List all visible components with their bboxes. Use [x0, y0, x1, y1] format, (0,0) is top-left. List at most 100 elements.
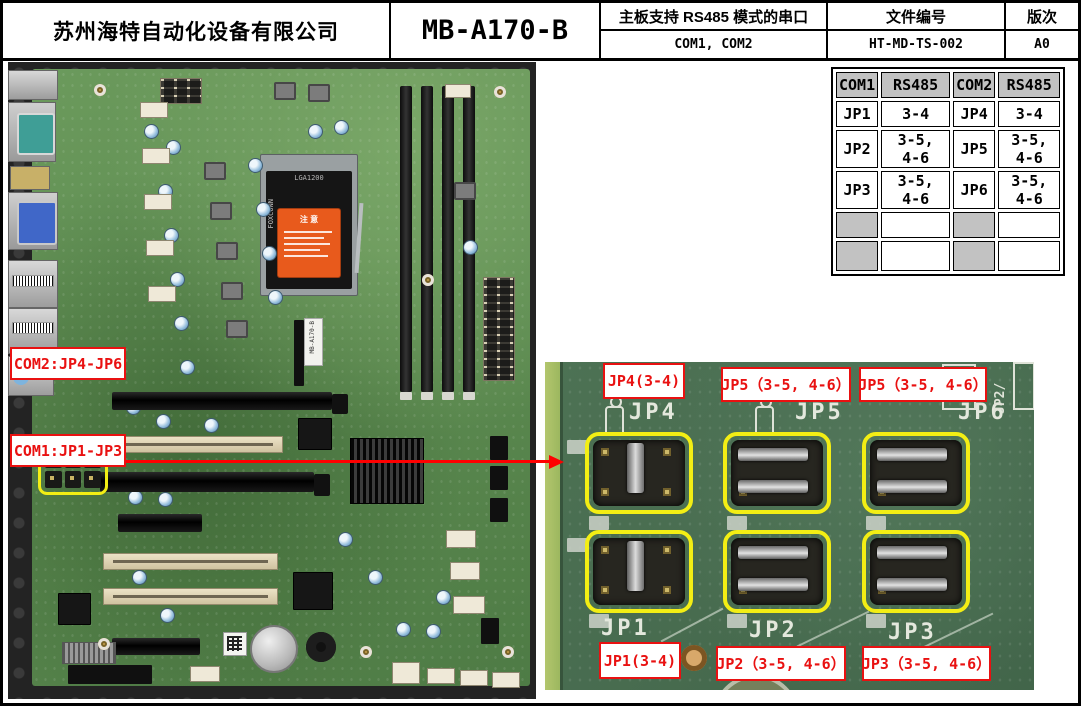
jumper-jp5 — [723, 432, 831, 514]
arrow-line — [98, 460, 550, 463]
cell-jumper: JP3 — [836, 171, 879, 209]
cell-setting: 3-5, 4-6 — [881, 171, 951, 209]
inductor — [274, 82, 296, 100]
dimm-slot — [400, 86, 412, 392]
capacitor — [396, 622, 411, 637]
capacitor — [174, 316, 189, 331]
solder-pad — [727, 516, 747, 530]
col-com2: COM2 — [953, 72, 996, 98]
jp1-callout: JP1(3-4) — [599, 642, 681, 679]
mounting-hole — [494, 86, 506, 98]
front-panel-connector — [190, 666, 220, 682]
sata-port — [490, 498, 508, 522]
solder-pad — [589, 516, 609, 530]
sata-port — [490, 436, 508, 460]
cell-setting: 3-5, 4-6 — [998, 130, 1061, 168]
jp2-callout: JP2（3-5, 4-6） — [716, 646, 846, 681]
jumper-jp1 — [585, 530, 693, 613]
dimm-latch — [400, 392, 412, 400]
capacitor — [180, 360, 195, 375]
pcb-trace — [796, 610, 870, 648]
cpu-socket-cover: LGA1200 FOXCONN 注 意 — [266, 171, 352, 289]
jp4-callout: JP4(3-4) — [603, 363, 685, 399]
jumper-jp3 — [862, 530, 970, 613]
copper-pad — [681, 645, 707, 671]
capacitor — [436, 590, 451, 605]
pcie-x4-slot — [118, 514, 202, 532]
white-connector — [392, 662, 420, 684]
sticker-text-line — [284, 237, 324, 239]
jp5-callout: JP5（3-5, 4-6） — [721, 367, 851, 402]
empty-cell — [881, 241, 951, 271]
jp3-callout: JP3（3-5, 4-6） — [862, 646, 991, 681]
capacitor — [334, 120, 349, 135]
cell-setting: 3-4 — [881, 101, 951, 127]
barcode-label — [12, 274, 54, 287]
capacitor — [144, 124, 159, 139]
dimm-slot — [442, 86, 454, 392]
table-empty-row — [836, 212, 1061, 238]
mounting-hole — [422, 274, 434, 286]
buzzer — [306, 632, 336, 662]
board-edge-strip — [545, 362, 563, 690]
sticker-text-line — [284, 231, 332, 233]
motherboard-photo: LGA1200 FOXCONN 注 意 MB-A170-B — [8, 62, 536, 699]
subject-title: 主板支持 RS485 模式的串口 — [601, 3, 828, 31]
vga-port-housing — [8, 192, 58, 250]
table-header-row: COM1 RS485 COM2 RS485 — [836, 72, 1061, 98]
dimm-latch — [442, 392, 454, 400]
document-header: 苏州海特自动化设备有限公司 MB-A170-B 主板支持 RS485 模式的串口… — [3, 3, 1078, 61]
cpu-warning-sticker: 注 意 — [278, 209, 340, 277]
solder-pad — [866, 614, 886, 628]
dimm-latch — [421, 392, 433, 400]
dvi-port — [10, 166, 50, 190]
capacitor — [463, 240, 478, 255]
cpu-socket: LGA1200 FOXCONN 注 意 — [260, 154, 364, 296]
table-row: JP1 3-4 JP4 3-4 — [836, 101, 1061, 127]
com-header — [446, 530, 476, 548]
arrow-head — [549, 455, 564, 469]
mounting-hole — [360, 646, 372, 658]
col-rs485-2: RS485 — [998, 72, 1061, 98]
col-rs485-1: RS485 — [881, 72, 951, 98]
empty-cell — [836, 212, 879, 238]
silkscreen-jp4: JP4 — [629, 400, 678, 425]
empty-cell — [953, 212, 996, 238]
inductor — [226, 320, 248, 338]
silkscreen-jp5: JP5 — [795, 400, 844, 425]
chipset-heatsink — [350, 438, 424, 504]
io-shield-port — [8, 70, 58, 100]
cell-jumper: JP1 — [836, 101, 879, 127]
white-connector — [460, 670, 488, 686]
jp6-callout: JP5（3-5, 4-6） — [858, 367, 988, 402]
capacitor — [268, 290, 283, 305]
pcie-retention-clip — [332, 394, 348, 414]
empty-cell — [836, 241, 879, 271]
empty-cell — [953, 241, 996, 271]
capacitor — [262, 246, 277, 261]
barcode-label — [12, 322, 54, 335]
cell-jumper: JP4 — [953, 101, 996, 127]
header-connector — [148, 286, 176, 302]
board-model: MB-A170-B — [391, 3, 601, 58]
pcie-x16-slot-2 — [100, 472, 314, 492]
cell-jumper: JP2 — [836, 130, 879, 168]
inductor — [221, 282, 243, 300]
controller-chip — [298, 418, 332, 450]
version-value: A0 — [1034, 37, 1050, 52]
silkscreen-jp2: JP2 — [749, 618, 798, 643]
jumper-settings-table: COM1 RS485 COM2 RS485 JP1 3-4 JP4 3-4 JP… — [831, 67, 1066, 276]
doc-number: HT-MD-TS-002 — [828, 31, 1006, 58]
header-connector — [146, 240, 174, 256]
dimm-slot — [463, 86, 475, 392]
cell-setting: 3-5, 4-6 — [881, 130, 951, 168]
capacitor — [426, 624, 441, 639]
doc-number-label: 文件编号 — [828, 3, 1006, 31]
subject-value: COM1, COM2 — [601, 31, 828, 58]
col-com1: COM1 — [836, 72, 879, 98]
m2-sticker-text: MB-A170-B — [309, 321, 316, 354]
cell-setting: 3-4 — [998, 101, 1061, 127]
sticker-text-line — [284, 255, 328, 257]
mounting-hole — [94, 84, 106, 96]
mounting-hole — [98, 638, 110, 650]
